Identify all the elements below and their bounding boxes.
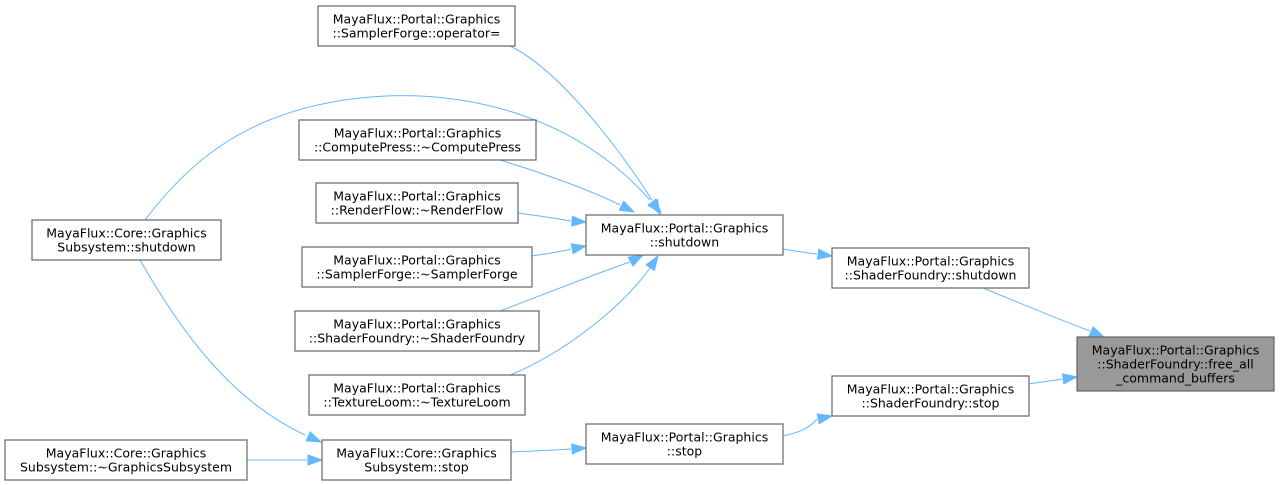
arrowhead-icon bbox=[816, 413, 834, 425]
node-label-line: Subsystem::~GraphicsSubsystem bbox=[20, 460, 232, 475]
edge-compute_dtor-to-pg_shutdown bbox=[499, 159, 636, 213]
node-pg-shutdown[interactable]: MayaFlux::Portal::Graphics::shutdown bbox=[585, 214, 784, 256]
edge-line bbox=[517, 212, 572, 222]
edge-core_dtor-to-core_stop bbox=[246, 454, 324, 466]
node-box bbox=[301, 246, 533, 288]
edge-line bbox=[1028, 378, 1063, 385]
node-label-line: ::ShaderFoundry::stop bbox=[862, 396, 1000, 411]
node-label-line: MayaFlux::Portal::Graphics bbox=[333, 253, 500, 268]
edge-sf_stop-to-free_all bbox=[1028, 373, 1079, 385]
node-label-line: MayaFlux::Portal::Graphics bbox=[333, 381, 500, 396]
edge-line bbox=[782, 418, 818, 437]
node-sf-shutdown[interactable]: MayaFlux::Portal::Graphics::ShaderFoundr… bbox=[831, 247, 1030, 289]
node-label-line: ::TextureLoom::~TextureLoom bbox=[323, 395, 510, 410]
arrowhead-icon bbox=[571, 215, 588, 227]
node-label-line: ::ShaderFoundry::shutdown bbox=[845, 268, 1017, 283]
node-label-line: ::RenderFlow::~RenderFlow bbox=[331, 203, 504, 218]
edge-line bbox=[144, 95, 651, 221]
node-box bbox=[315, 182, 519, 224]
arrowhead-icon bbox=[1088, 326, 1106, 338]
node-label-line: MayaFlux::Portal::Graphics bbox=[1092, 343, 1259, 358]
node-box bbox=[1076, 336, 1275, 392]
arrowhead-icon bbox=[647, 198, 662, 215]
node-render-dtor[interactable]: MayaFlux::Portal::Graphics::RenderFlow::… bbox=[315, 182, 519, 224]
node-box bbox=[31, 219, 222, 261]
edge-sampler_dtor-to-pg_shutdown bbox=[531, 243, 588, 257]
edge-line bbox=[510, 448, 572, 453]
node-label-line: MayaFlux::Portal::Graphics bbox=[333, 317, 500, 332]
node-label-line: Subsystem::stop bbox=[364, 460, 468, 475]
node-box bbox=[585, 214, 784, 256]
arrowhead-icon bbox=[618, 200, 636, 213]
edge-line bbox=[509, 267, 651, 376]
node-label-line: ::SamplerForge::~SamplerForge bbox=[316, 267, 518, 282]
node-box bbox=[294, 310, 540, 352]
node-label-line: MayaFlux::Portal::Graphics bbox=[333, 189, 500, 204]
edge-sf_shutdown-to-free_all bbox=[982, 287, 1106, 338]
arrowhead-icon bbox=[627, 254, 645, 267]
edge-core_shutdown-to-pg_shutdown bbox=[144, 95, 662, 221]
node-label-line: _command_buffers bbox=[1115, 371, 1235, 386]
node-texture-dtor[interactable]: MayaFlux::Portal::Graphics::TextureLoom:… bbox=[308, 374, 526, 416]
node-box bbox=[831, 247, 1030, 289]
node-label-line: MayaFlux::Core::Graphics bbox=[336, 446, 496, 461]
node-label-line: ::ShaderFoundry::free_all bbox=[1097, 357, 1253, 372]
node-box bbox=[585, 423, 784, 465]
arrowhead-icon bbox=[816, 248, 834, 260]
edge-line bbox=[982, 287, 1091, 332]
edge-line bbox=[531, 248, 572, 257]
node-label-line: MayaFlux::Portal::Graphics bbox=[601, 221, 768, 236]
node-label-line: MayaFlux::Portal::Graphics bbox=[333, 12, 500, 27]
arrowhead-icon bbox=[645, 254, 659, 272]
edge-render_dtor-to-pg_shutdown bbox=[517, 212, 588, 227]
node-label-line: ::ComputePress::~ComputePress bbox=[314, 140, 521, 155]
edge-core_stop-to-pg_stop bbox=[510, 443, 588, 455]
node-label-line: ::SamplerForge::operator= bbox=[332, 26, 500, 41]
node-shader-dtor[interactable]: MayaFlux::Portal::Graphics::ShaderFoundr… bbox=[294, 310, 540, 352]
arrowhead-icon bbox=[307, 454, 324, 466]
node-core-stop[interactable]: MayaFlux::Core::GraphicsSubsystem::stop bbox=[321, 439, 512, 481]
node-pg-stop[interactable]: MayaFlux::Portal::Graphics::stop bbox=[585, 423, 784, 465]
node-label-line: MayaFlux::Portal::Graphics bbox=[847, 254, 1014, 269]
node-label-line: ::ShaderFoundry::~ShaderFoundry bbox=[309, 331, 526, 346]
node-box bbox=[308, 374, 526, 416]
arrowhead-icon bbox=[571, 443, 588, 455]
node-compute-dtor[interactable]: MayaFlux::Portal::Graphics::ComputePress… bbox=[298, 119, 537, 161]
node-box bbox=[298, 119, 537, 161]
edge-line bbox=[509, 45, 653, 201]
edge-shader_dtor-to-pg_shutdown bbox=[499, 254, 645, 312]
node-sampler-op[interactable]: MayaFlux::Portal::Graphics::SamplerForge… bbox=[317, 5, 516, 47]
edge-pg_stop-to-sf_stop bbox=[782, 413, 834, 437]
arrowhead-icon bbox=[570, 243, 588, 255]
node-box bbox=[317, 5, 516, 47]
node-box bbox=[831, 375, 1030, 417]
edge-core_shutdown-to-core_stop bbox=[139, 259, 323, 443]
node-label-line: ::stop bbox=[667, 444, 702, 459]
edge-line bbox=[499, 261, 631, 312]
node-box bbox=[321, 439, 512, 481]
node-sampler-dtor[interactable]: MayaFlux::Portal::Graphics::SamplerForge… bbox=[301, 246, 533, 288]
node-label-line: MayaFlux::Portal::Graphics bbox=[601, 430, 768, 445]
node-core-shutdown[interactable]: MayaFlux::Core::GraphicsSubsystem::shutd… bbox=[31, 219, 222, 261]
edge-texture_dtor-to-pg_shutdown bbox=[509, 254, 659, 376]
node-sf-stop[interactable]: MayaFlux::Portal::Graphics::ShaderFoundr… bbox=[831, 375, 1030, 417]
node-core-dtor[interactable]: MayaFlux::Core::GraphicsSubsystem::~Grap… bbox=[4, 439, 248, 481]
edge-line bbox=[139, 259, 306, 436]
node-label-line: Subsystem::shutdown bbox=[57, 240, 195, 255]
node-label-line: ::shutdown bbox=[650, 235, 719, 250]
node-free-all: MayaFlux::Portal::Graphics::ShaderFoundr… bbox=[1076, 336, 1275, 392]
node-box bbox=[4, 439, 248, 481]
node-label-line: MayaFlux::Portal::Graphics bbox=[847, 382, 1014, 397]
node-label-line: MayaFlux::Core::Graphics bbox=[46, 446, 206, 461]
node-label-line: MayaFlux::Portal::Graphics bbox=[334, 126, 501, 141]
edge-line bbox=[499, 159, 621, 206]
edge-line bbox=[782, 248, 818, 255]
arrowhead-icon bbox=[1061, 373, 1079, 385]
node-label-line: MayaFlux::Core::Graphics bbox=[46, 226, 206, 241]
arrowhead-icon bbox=[305, 430, 323, 443]
edge-pg_shutdown-to-sf_shutdown bbox=[782, 248, 834, 260]
